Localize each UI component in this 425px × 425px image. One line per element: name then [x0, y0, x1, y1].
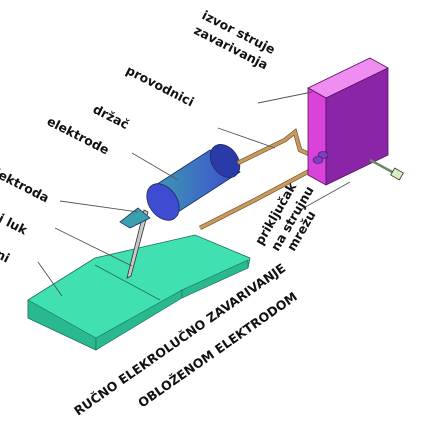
cables: [198, 128, 319, 231]
power-source-box: [307, 57, 389, 186]
label-electrode: elektroda: [0, 161, 52, 205]
workpiece-plate: [27, 234, 251, 351]
label-power-source: izvor struje zavarivanja: [192, 7, 278, 72]
label-workpiece: osnovni: [0, 227, 12, 265]
electrode-holder: [119, 144, 241, 229]
leader-lines: [37, 91, 351, 297]
label-holder: držač elektrode: [45, 101, 132, 157]
mains-plug: [369, 158, 404, 181]
label-conductor: provodnici: [124, 62, 197, 109]
label-holder-line1: držač: [91, 101, 132, 132]
label-mains: priključak na strujnu mrežu: [252, 179, 319, 253]
electrode: [126, 209, 149, 279]
